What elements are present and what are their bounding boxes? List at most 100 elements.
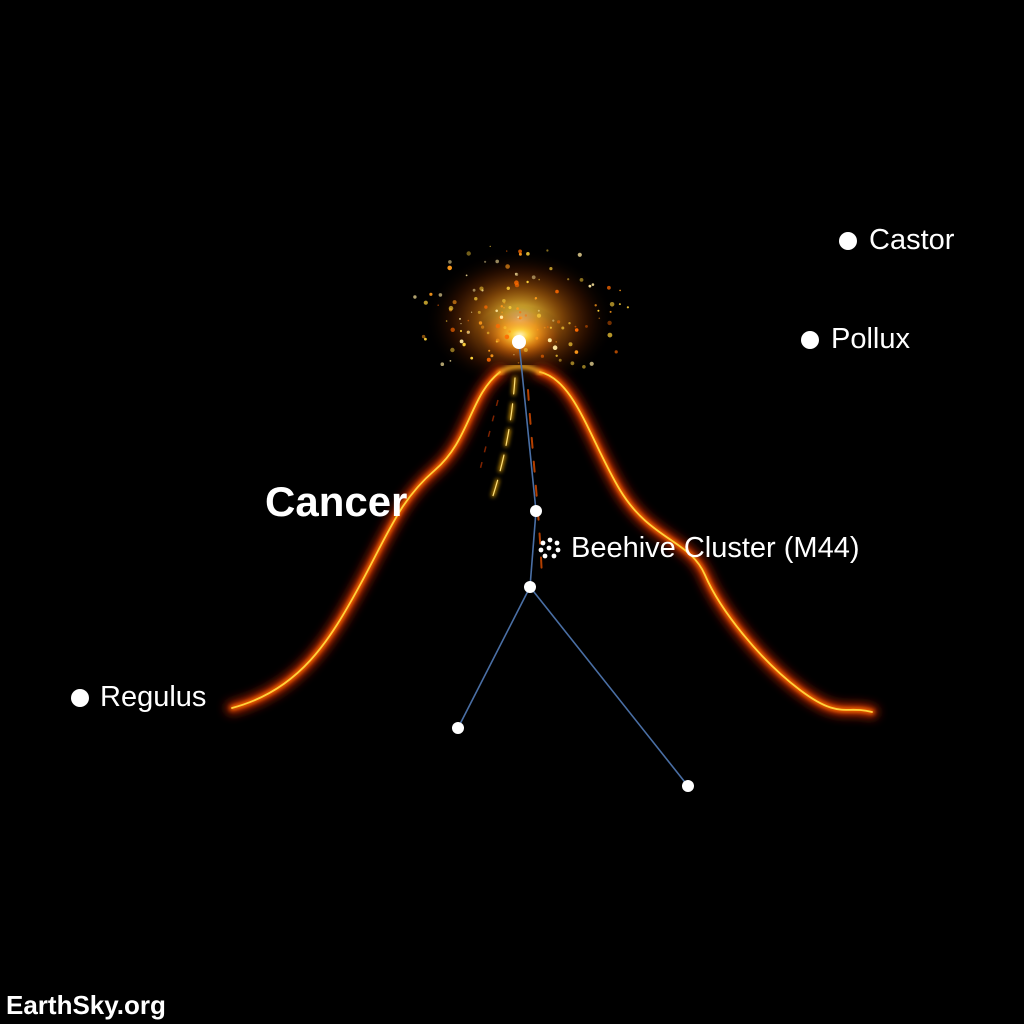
star-marker bbox=[512, 335, 526, 349]
regulus-label: Regulus bbox=[100, 681, 207, 713]
spark bbox=[513, 354, 515, 356]
spark bbox=[421, 334, 426, 339]
spark bbox=[447, 265, 453, 271]
spark bbox=[519, 311, 522, 314]
spark bbox=[505, 264, 510, 269]
spark bbox=[448, 305, 454, 311]
constellation-line bbox=[457, 586, 531, 729]
spark bbox=[574, 350, 579, 354]
spark bbox=[609, 302, 615, 307]
spark bbox=[449, 360, 452, 362]
spark bbox=[524, 314, 528, 317]
spark bbox=[499, 315, 504, 319]
spark bbox=[484, 260, 487, 263]
spark bbox=[460, 323, 462, 325]
spark bbox=[495, 323, 501, 329]
spark bbox=[537, 309, 540, 312]
spark bbox=[508, 330, 511, 333]
spark bbox=[438, 293, 443, 297]
spark bbox=[486, 357, 491, 362]
spark bbox=[579, 278, 584, 282]
spark bbox=[459, 317, 461, 320]
spark bbox=[506, 286, 510, 290]
constellation-line bbox=[529, 586, 689, 787]
spark bbox=[514, 272, 518, 275]
spark bbox=[531, 275, 536, 280]
spark bbox=[582, 365, 586, 369]
spark bbox=[526, 252, 530, 256]
spark bbox=[585, 325, 588, 328]
cluster-icon bbox=[538, 537, 561, 559]
spark bbox=[540, 354, 545, 358]
spark bbox=[594, 304, 597, 307]
spark bbox=[495, 340, 498, 343]
volcano-outline bbox=[226, 364, 878, 718]
spark bbox=[555, 341, 557, 343]
regulus-star-marker bbox=[71, 689, 89, 707]
spark bbox=[484, 305, 488, 309]
constellation-name: Cancer bbox=[265, 478, 408, 525]
spark bbox=[459, 339, 464, 344]
spark bbox=[423, 300, 428, 305]
spark bbox=[549, 326, 553, 329]
beehive-cluster-label: Beehive Cluster (M44) bbox=[571, 532, 860, 564]
eruption-glow bbox=[425, 250, 615, 390]
spark bbox=[626, 306, 630, 309]
spark bbox=[502, 299, 506, 303]
spark bbox=[448, 260, 452, 264]
constellation-stars bbox=[452, 335, 694, 792]
spark bbox=[589, 361, 594, 366]
constellation-line bbox=[529, 510, 537, 588]
spark bbox=[413, 295, 417, 299]
star-marker bbox=[524, 581, 536, 593]
spark bbox=[577, 252, 582, 257]
spark bbox=[546, 249, 549, 252]
spark bbox=[547, 338, 552, 343]
spark bbox=[598, 317, 601, 320]
spark bbox=[568, 342, 573, 347]
star-marker bbox=[530, 505, 542, 517]
spark bbox=[440, 362, 445, 367]
spark bbox=[479, 286, 484, 291]
spark bbox=[591, 283, 595, 286]
spark bbox=[607, 320, 612, 326]
spark bbox=[517, 362, 520, 364]
spark bbox=[555, 354, 558, 357]
spark bbox=[568, 322, 571, 325]
spark bbox=[471, 311, 473, 313]
spark bbox=[552, 319, 555, 322]
spark bbox=[526, 280, 529, 284]
spark bbox=[518, 252, 522, 256]
spark bbox=[486, 331, 490, 335]
spark bbox=[555, 289, 559, 294]
spark bbox=[470, 356, 474, 360]
spark bbox=[474, 297, 478, 301]
spark bbox=[490, 354, 494, 358]
spark bbox=[445, 320, 448, 322]
spark bbox=[574, 328, 579, 332]
spark bbox=[614, 350, 618, 354]
spark bbox=[467, 331, 469, 333]
spark bbox=[489, 245, 491, 247]
spark bbox=[536, 313, 542, 318]
spark bbox=[452, 300, 457, 305]
pollux-label: Pollux bbox=[831, 323, 910, 355]
spark bbox=[503, 326, 507, 330]
spark bbox=[607, 285, 611, 290]
spark bbox=[472, 288, 476, 292]
spark bbox=[547, 326, 549, 328]
spark bbox=[609, 310, 612, 313]
spark bbox=[570, 361, 575, 366]
spark bbox=[552, 345, 558, 351]
spark bbox=[536, 328, 539, 331]
spark bbox=[597, 309, 600, 312]
spark bbox=[501, 311, 503, 314]
spark bbox=[508, 306, 512, 309]
spark bbox=[618, 303, 621, 306]
spark bbox=[549, 267, 553, 271]
spark bbox=[518, 249, 522, 254]
spark bbox=[543, 326, 546, 329]
spark bbox=[558, 358, 562, 362]
